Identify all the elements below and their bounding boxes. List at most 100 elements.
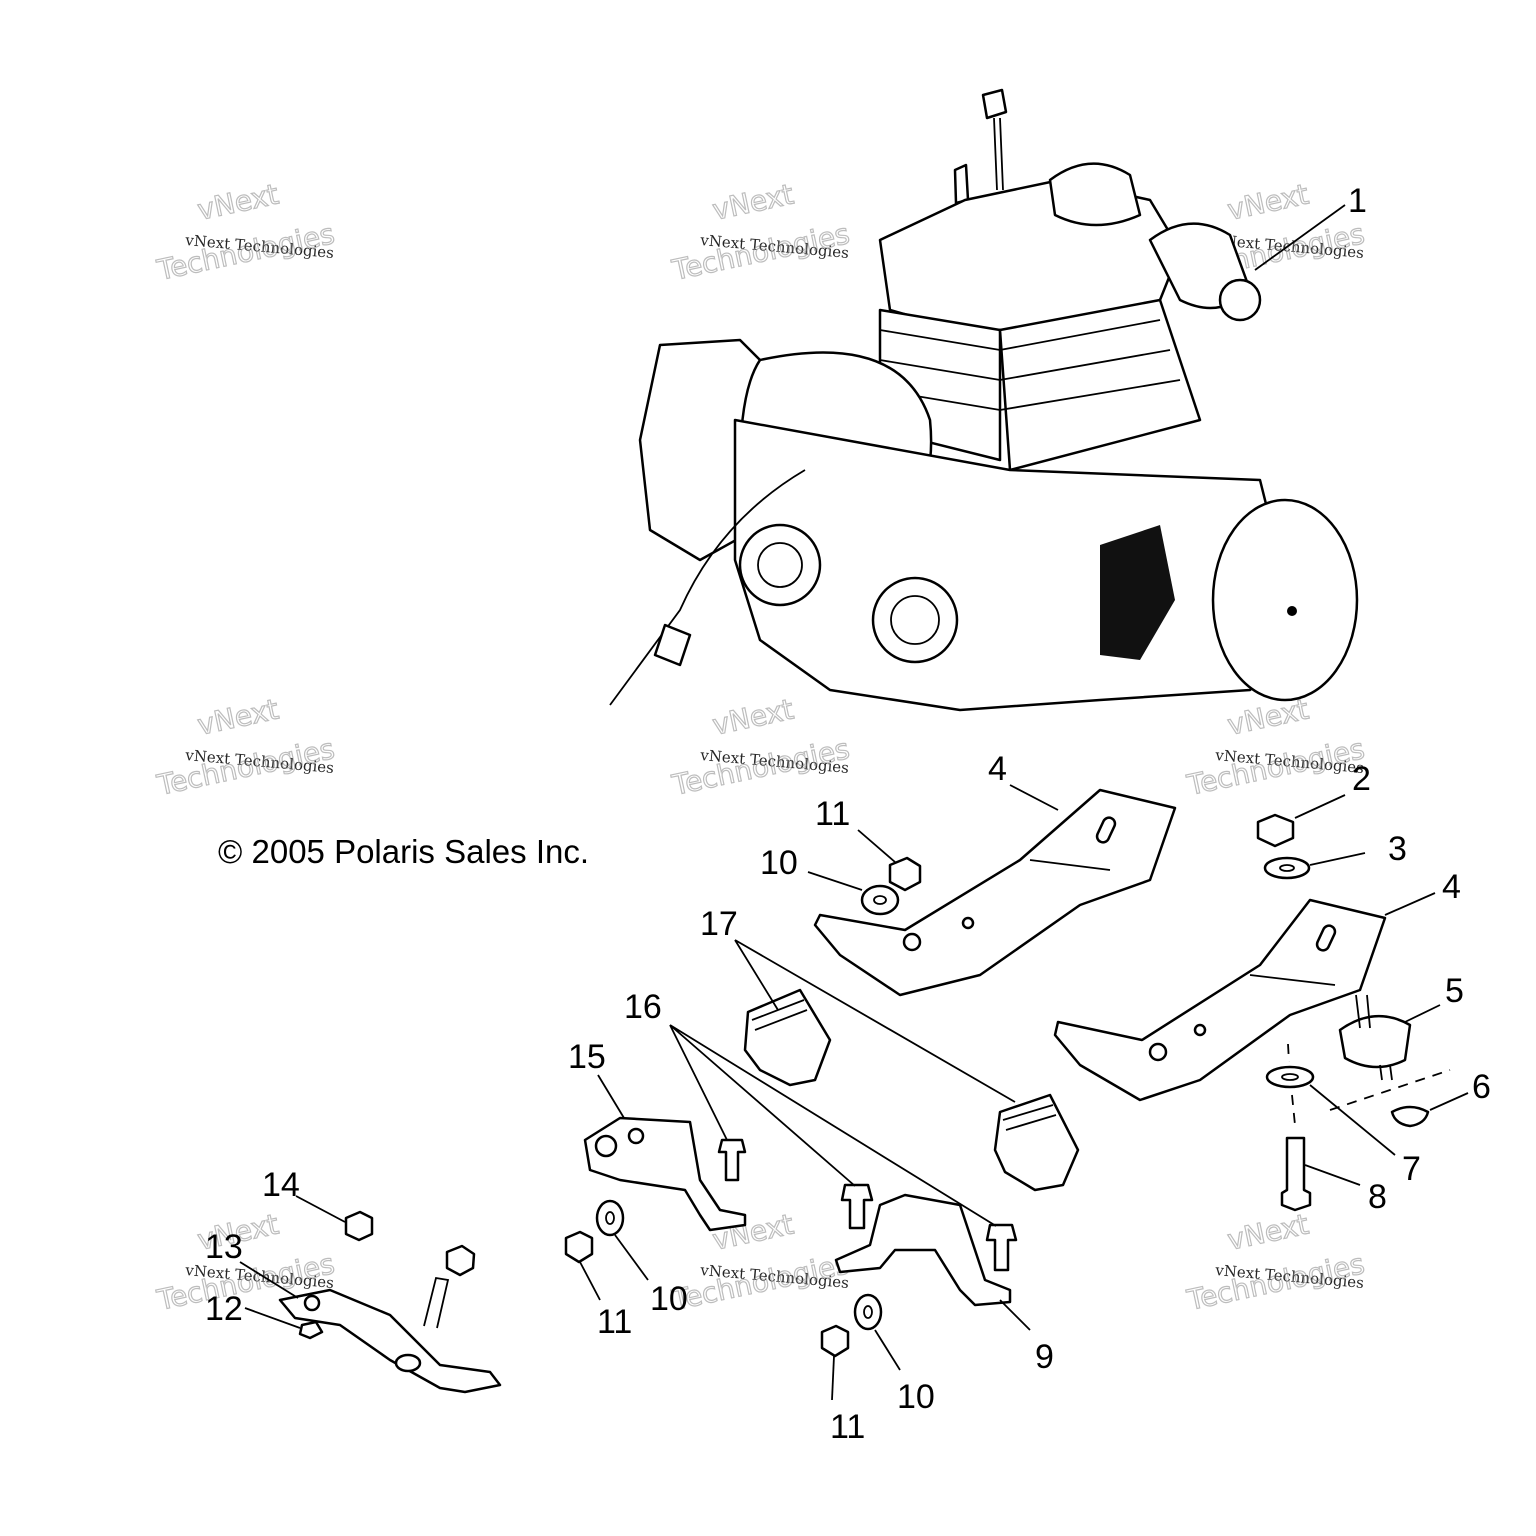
nut-11-left	[564, 1230, 594, 1264]
bracket-15-hole1	[594, 1134, 618, 1158]
bracket-4-lower-bend	[1249, 974, 1336, 986]
nut-6-alignment	[1329, 1069, 1451, 1111]
magneto-cover	[1211, 498, 1359, 702]
bracket-4-lower-body	[1053, 898, 1387, 1102]
callout-12: 12	[205, 1290, 243, 1328]
leader-11b	[579, 1261, 601, 1301]
watermark-line1: vNext	[195, 693, 282, 742]
callout-4-lower: 4	[1442, 868, 1461, 906]
callout-5: 5	[1445, 972, 1464, 1010]
carb-throat-1	[738, 523, 822, 607]
magneto-bolt	[1287, 606, 1297, 616]
callout-15: 15	[568, 1038, 606, 1076]
watermark: vNext vNext Technologies Technologies	[668, 692, 853, 803]
carb-throat-2	[871, 576, 959, 664]
carb-throat-2-inner	[890, 595, 940, 645]
watermark: vNext vNext Technologies Technologies	[1183, 1207, 1368, 1318]
bolt-16c	[985, 1223, 1018, 1272]
callout-10-left: 10	[650, 1280, 688, 1318]
watermark-line3: Technologies	[154, 217, 338, 287]
washer-3-hole	[1279, 864, 1295, 872]
watermark-line1: vNext	[1225, 178, 1312, 227]
leader-17	[734, 939, 1016, 1103]
watermark: vNext vNext Technologies Technologies	[153, 177, 338, 288]
nut-11-bottom	[820, 1324, 850, 1358]
leader-15	[597, 1074, 625, 1119]
leader-3	[1309, 852, 1366, 866]
rubber-mount-5	[1338, 1014, 1412, 1069]
bracket-4-upper-slot	[1095, 816, 1117, 844]
washer-10-bottom-hole	[863, 1305, 873, 1319]
callout-1: 1	[1348, 182, 1367, 220]
watermark-line3: Technologies	[1184, 732, 1368, 802]
watermark-group: vNext vNext Technologies Technologies vN…	[153, 177, 1368, 1318]
leader-lines	[239, 204, 1469, 1401]
leader-6	[1429, 1092, 1469, 1111]
callout-8: 8	[1368, 1178, 1387, 1216]
bracket-15-hole2	[627, 1127, 645, 1145]
watermark: vNext vNext Technologies Technologies	[1183, 692, 1368, 803]
callout-4-upper: 4	[988, 750, 1007, 788]
rubber-mount-5-stud-bottom	[1379, 1064, 1393, 1081]
watermark: vNext vNext Technologies Technologies	[668, 177, 853, 288]
washer-3	[1263, 856, 1311, 880]
leader-5	[1404, 1004, 1441, 1023]
bracket-9	[834, 1193, 1012, 1307]
callout-6: 6	[1472, 1068, 1491, 1106]
leader-8	[1304, 1164, 1361, 1186]
bracket-15	[583, 1116, 747, 1232]
watermark-line1: vNext	[710, 693, 797, 742]
washer-7	[1265, 1065, 1315, 1089]
rubber-block-17a	[743, 988, 832, 1087]
bracket-13	[278, 1288, 502, 1394]
nut-14	[344, 1210, 374, 1242]
watermark-line1: vNext	[1225, 1208, 1312, 1257]
leader-1	[1254, 204, 1346, 271]
mount-bracket-upper	[813, 788, 1177, 997]
washer-10-bottom	[853, 1293, 883, 1331]
watermark-line3: Technologies	[1184, 1247, 1368, 1317]
callout-10-bottom: 10	[897, 1378, 935, 1416]
watermark: vNext vNext Technologies Technologies	[153, 692, 338, 803]
leader-4a	[1009, 784, 1059, 811]
intake-boot-1	[1048, 162, 1142, 227]
nut-6	[1390, 1105, 1430, 1128]
bolt-16a	[717, 1138, 747, 1182]
callout-11-top: 11	[815, 795, 850, 833]
leader-16	[669, 1024, 997, 1227]
leader-12	[244, 1307, 301, 1329]
rubber-block-17b	[993, 1093, 1080, 1192]
callout-labels: 1 2 3 4 4 5 6 7 8 9 10 10 10 11 11 11 12…	[205, 182, 1491, 1446]
washer-10-top	[860, 884, 900, 916]
leader-9	[999, 1299, 1031, 1331]
watermark-line1: vNext	[195, 178, 282, 227]
bracket-13-hole2	[394, 1353, 422, 1373]
watermark-line3: Technologies	[669, 1247, 853, 1317]
callout-3: 3	[1388, 830, 1407, 868]
cable-end	[653, 623, 692, 667]
callout-11-left: 11	[597, 1303, 632, 1341]
watermark-line3: Technologies	[154, 732, 338, 802]
bracket-4-upper-hole2	[961, 916, 975, 930]
bracket-4-lower-slot	[1315, 924, 1337, 952]
copyright-text: © 2005 Polaris Sales Inc.	[218, 833, 589, 870]
leader-2	[1294, 794, 1346, 819]
cylinder-right	[998, 298, 1202, 472]
stud-14	[423, 1276, 450, 1329]
leader-10a	[807, 871, 863, 891]
leader-10c	[874, 1329, 901, 1371]
callout-16: 16	[624, 988, 662, 1026]
leader-4b	[1384, 892, 1436, 916]
bracket-4-lower-hole2	[1193, 1023, 1207, 1037]
bolt-8	[1280, 1136, 1312, 1212]
watermark-line1: vNext	[710, 178, 797, 227]
watermark-line1: vNext	[1225, 693, 1312, 742]
callout-14: 14	[262, 1166, 300, 1204]
watermark: vNext vNext Technologies Technologies	[668, 1207, 853, 1318]
leader-10b	[614, 1234, 649, 1281]
washer-10-left-hole	[605, 1211, 615, 1225]
leader-11c	[831, 1355, 835, 1401]
mount-bracket-lower	[1053, 898, 1387, 1102]
bracket-13-hole	[303, 1294, 321, 1312]
